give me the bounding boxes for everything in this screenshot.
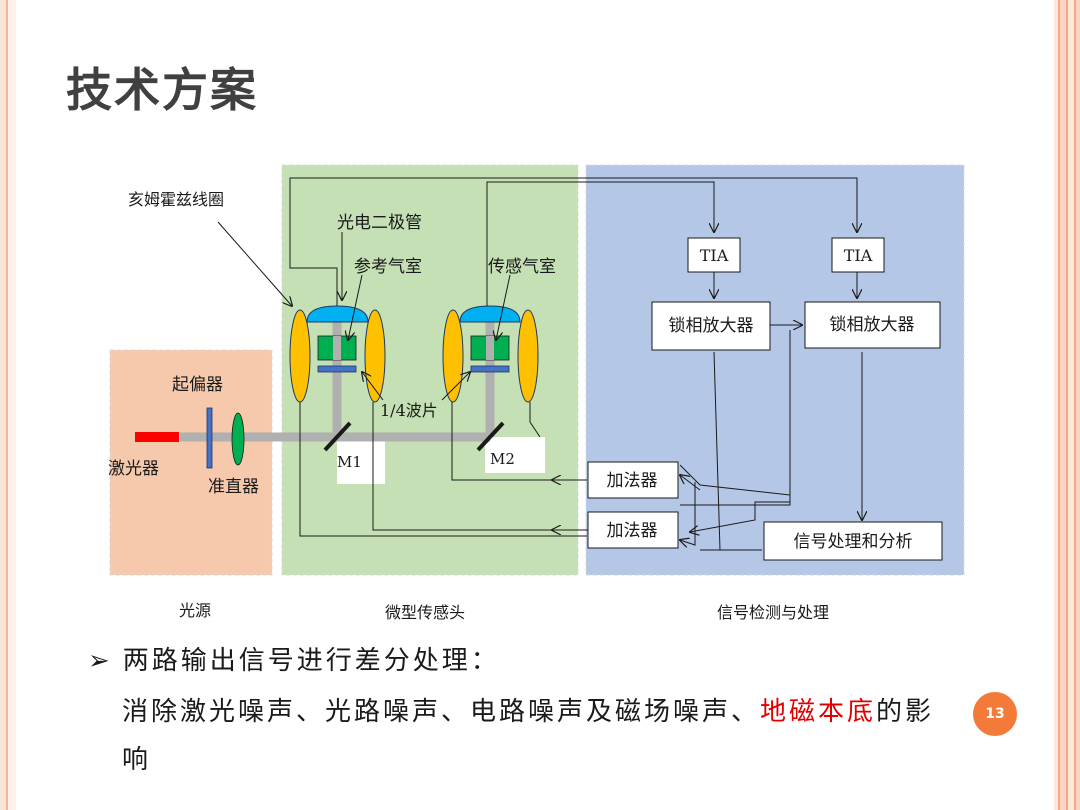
svg-text:信号处理和分析: 信号处理和分析 — [794, 532, 913, 552]
label-m2: M2 — [490, 450, 515, 468]
helmholtz-coil-left-icon — [289, 309, 311, 403]
mirror-m2-icon — [476, 421, 505, 452]
label-reference-cell: 参考气室 — [354, 257, 422, 277]
body-text-highlight: 地磁本底 — [760, 697, 877, 727]
caption-signal-detection: 信号检测与处理 — [717, 603, 829, 622]
signal-processing-block: 信号处理和分析 — [763, 521, 943, 561]
helmholtz-coil-left-icon — [442, 309, 464, 403]
label-collimator: 准直器 — [208, 477, 259, 497]
svg-text:锁相放大器: 锁相放大器 — [669, 316, 754, 336]
reference-cell-assembly — [289, 305, 386, 403]
caption-light-source: 光源 — [179, 601, 211, 620]
photodiode-icon — [459, 305, 521, 323]
svg-text:TIA: TIA — [700, 246, 729, 265]
bullet-text: 两路输出信号进行差分处理： — [122, 646, 500, 676]
collimator-icon — [231, 412, 245, 466]
label-laser: 激光器 — [108, 459, 159, 479]
quarter-wave-plate-icon — [470, 365, 510, 373]
sensing-cell-assembly — [442, 305, 539, 403]
quarter-wave-plate-icon — [317, 365, 357, 373]
bullet-arrow-icon: ➢ — [88, 646, 113, 676]
adder-block-1: 加法器 — [587, 461, 679, 499]
tia-block-1: TIA — [687, 237, 741, 273]
caption-micro-sensor: 微型传感头 — [385, 603, 465, 622]
svg-text:锁相放大器: 锁相放大器 — [830, 315, 915, 335]
laser-icon — [135, 432, 179, 442]
right-frame-decoration — [1054, 0, 1080, 810]
lockin-amplifier-block-1: 锁相放大器 — [651, 301, 771, 351]
label-m1: M1 — [337, 453, 362, 471]
page-number-badge: 13 — [973, 692, 1017, 736]
svg-text:加法器: 加法器 — [607, 521, 658, 541]
bullet-heading: ➢ 两路输出信号进行差分处理： — [88, 640, 500, 677]
system-diagram: TIA TIA 锁相放大器 锁相放大器 加法器 加法器 信号处理和分析 亥姆霍兹… — [108, 164, 965, 622]
body-text-part1: 消除激光噪声、光路噪声、电路噪声及磁场噪声、 — [122, 697, 761, 727]
light-source-region — [109, 349, 273, 576]
polarizer-icon — [206, 407, 213, 469]
tia-block-2: TIA — [831, 237, 885, 273]
svg-text:TIA: TIA — [844, 246, 873, 265]
helmholtz-coil-right-icon — [364, 309, 386, 403]
adder-block-2: 加法器 — [587, 511, 679, 549]
label-sensing-cell: 传感气室 — [488, 257, 556, 277]
signal-wires — [289, 177, 862, 551]
label-photodiode: 光电二极管 — [337, 213, 422, 233]
left-frame-decoration — [0, 0, 16, 810]
helmholtz-coil-right-icon — [517, 309, 539, 403]
lockin-amplifier-block-2: 锁相放大器 — [804, 301, 941, 349]
mirror-m1-icon — [323, 421, 352, 452]
svg-text:加法器: 加法器 — [607, 471, 658, 491]
signal-region — [585, 164, 965, 576]
label-quarter-wave-plate: 1/4波片 — [380, 401, 438, 420]
label-helmholtz-coil: 亥姆霍兹线圈 — [128, 190, 224, 209]
slide-title: 技术方案 — [66, 63, 258, 117]
body-paragraph: 消除激光噪声、光路噪声、电路噪声及磁场噪声、地磁本底的影响 — [122, 688, 952, 784]
label-polarizer: 起偏器 — [172, 375, 223, 395]
body-text-part2: 的影响 — [122, 697, 935, 775]
